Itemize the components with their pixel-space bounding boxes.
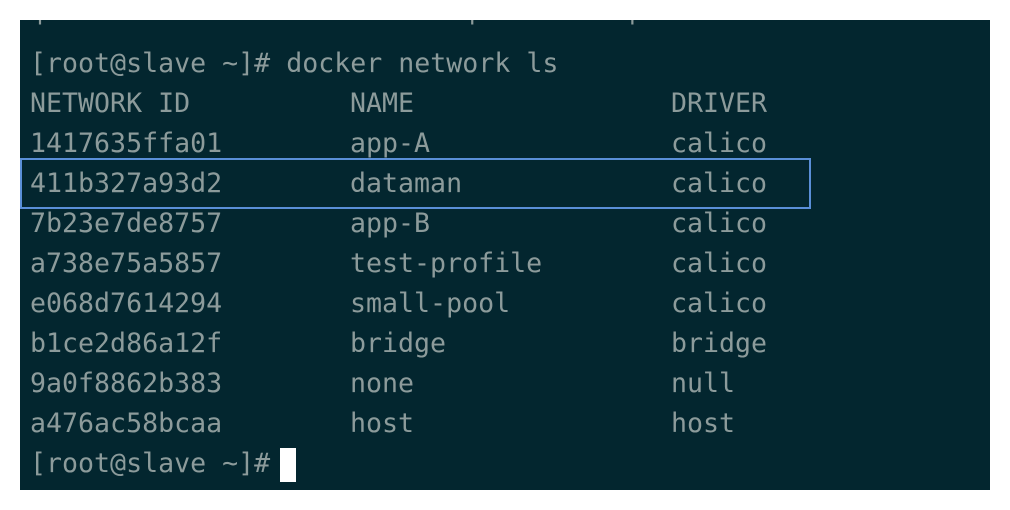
cursor [280,447,297,482]
highlight-box [20,158,811,209]
network-id: b1ce2d86a12f [30,328,223,359]
network-driver: calico [671,168,768,199]
table-row: 1417635ffa01 app-A calico [30,124,980,164]
network-id: 9a0f8862b383 [30,368,223,399]
table-header: NETWORK ID NAME DRIVER [30,84,980,124]
table-row: b1ce2d86a12f bridge bridge [30,324,980,364]
prompt: [root@slave ~]# [30,448,271,479]
network-driver: calico [671,288,768,319]
network-driver: calico [671,128,768,159]
network-driver: calico [671,208,768,239]
network-id: e068d7614294 [30,288,223,319]
network-driver: bridge [671,328,768,359]
table-row: a476ac58bcaa host host [30,404,980,444]
header-name: NAME [350,88,415,119]
table-border-line: +--------------------------+---------+ [32,20,640,38]
network-name: host [350,408,415,439]
network-name: app-A [350,128,431,159]
network-id: 1417635ffa01 [30,128,223,159]
network-id: 7b23e7de8757 [30,208,223,239]
network-id: 411b327a93d2 [30,168,223,199]
network-driver: calico [671,248,768,279]
table-row: e068d7614294 small-pool calico [30,284,980,324]
table-row: 7b23e7de8757 app-B calico [30,204,980,244]
network-id: a476ac58bcaa [30,408,223,439]
header-network-id: NETWORK ID [30,88,191,119]
network-name: bridge [350,328,447,359]
network-name: small-pool [350,288,511,319]
table-row: 411b327a93d2 dataman calico [30,164,980,204]
table-row: 9a0f8862b383 none null [30,364,980,404]
network-driver: null [671,368,736,399]
network-name: dataman [350,168,463,199]
network-id: a738e75a5857 [30,248,223,279]
network-name: test-profile [350,248,543,279]
network-name: none [350,368,415,399]
network-driver: host [671,408,736,439]
header-driver: DRIVER [671,88,768,119]
terminal-window[interactable]: +--------------------------+---------+ [… [20,20,990,490]
prompt: [root@slave ~]# [30,48,271,79]
network-name: app-B [350,208,431,239]
command-text: docker network ls [286,48,559,79]
command-line: [root@slave ~]# docker network ls [30,44,558,84]
table-row: a738e75a5857 test-profile calico [30,244,980,284]
prompt-line[interactable]: [root@slave ~]# [30,444,297,484]
